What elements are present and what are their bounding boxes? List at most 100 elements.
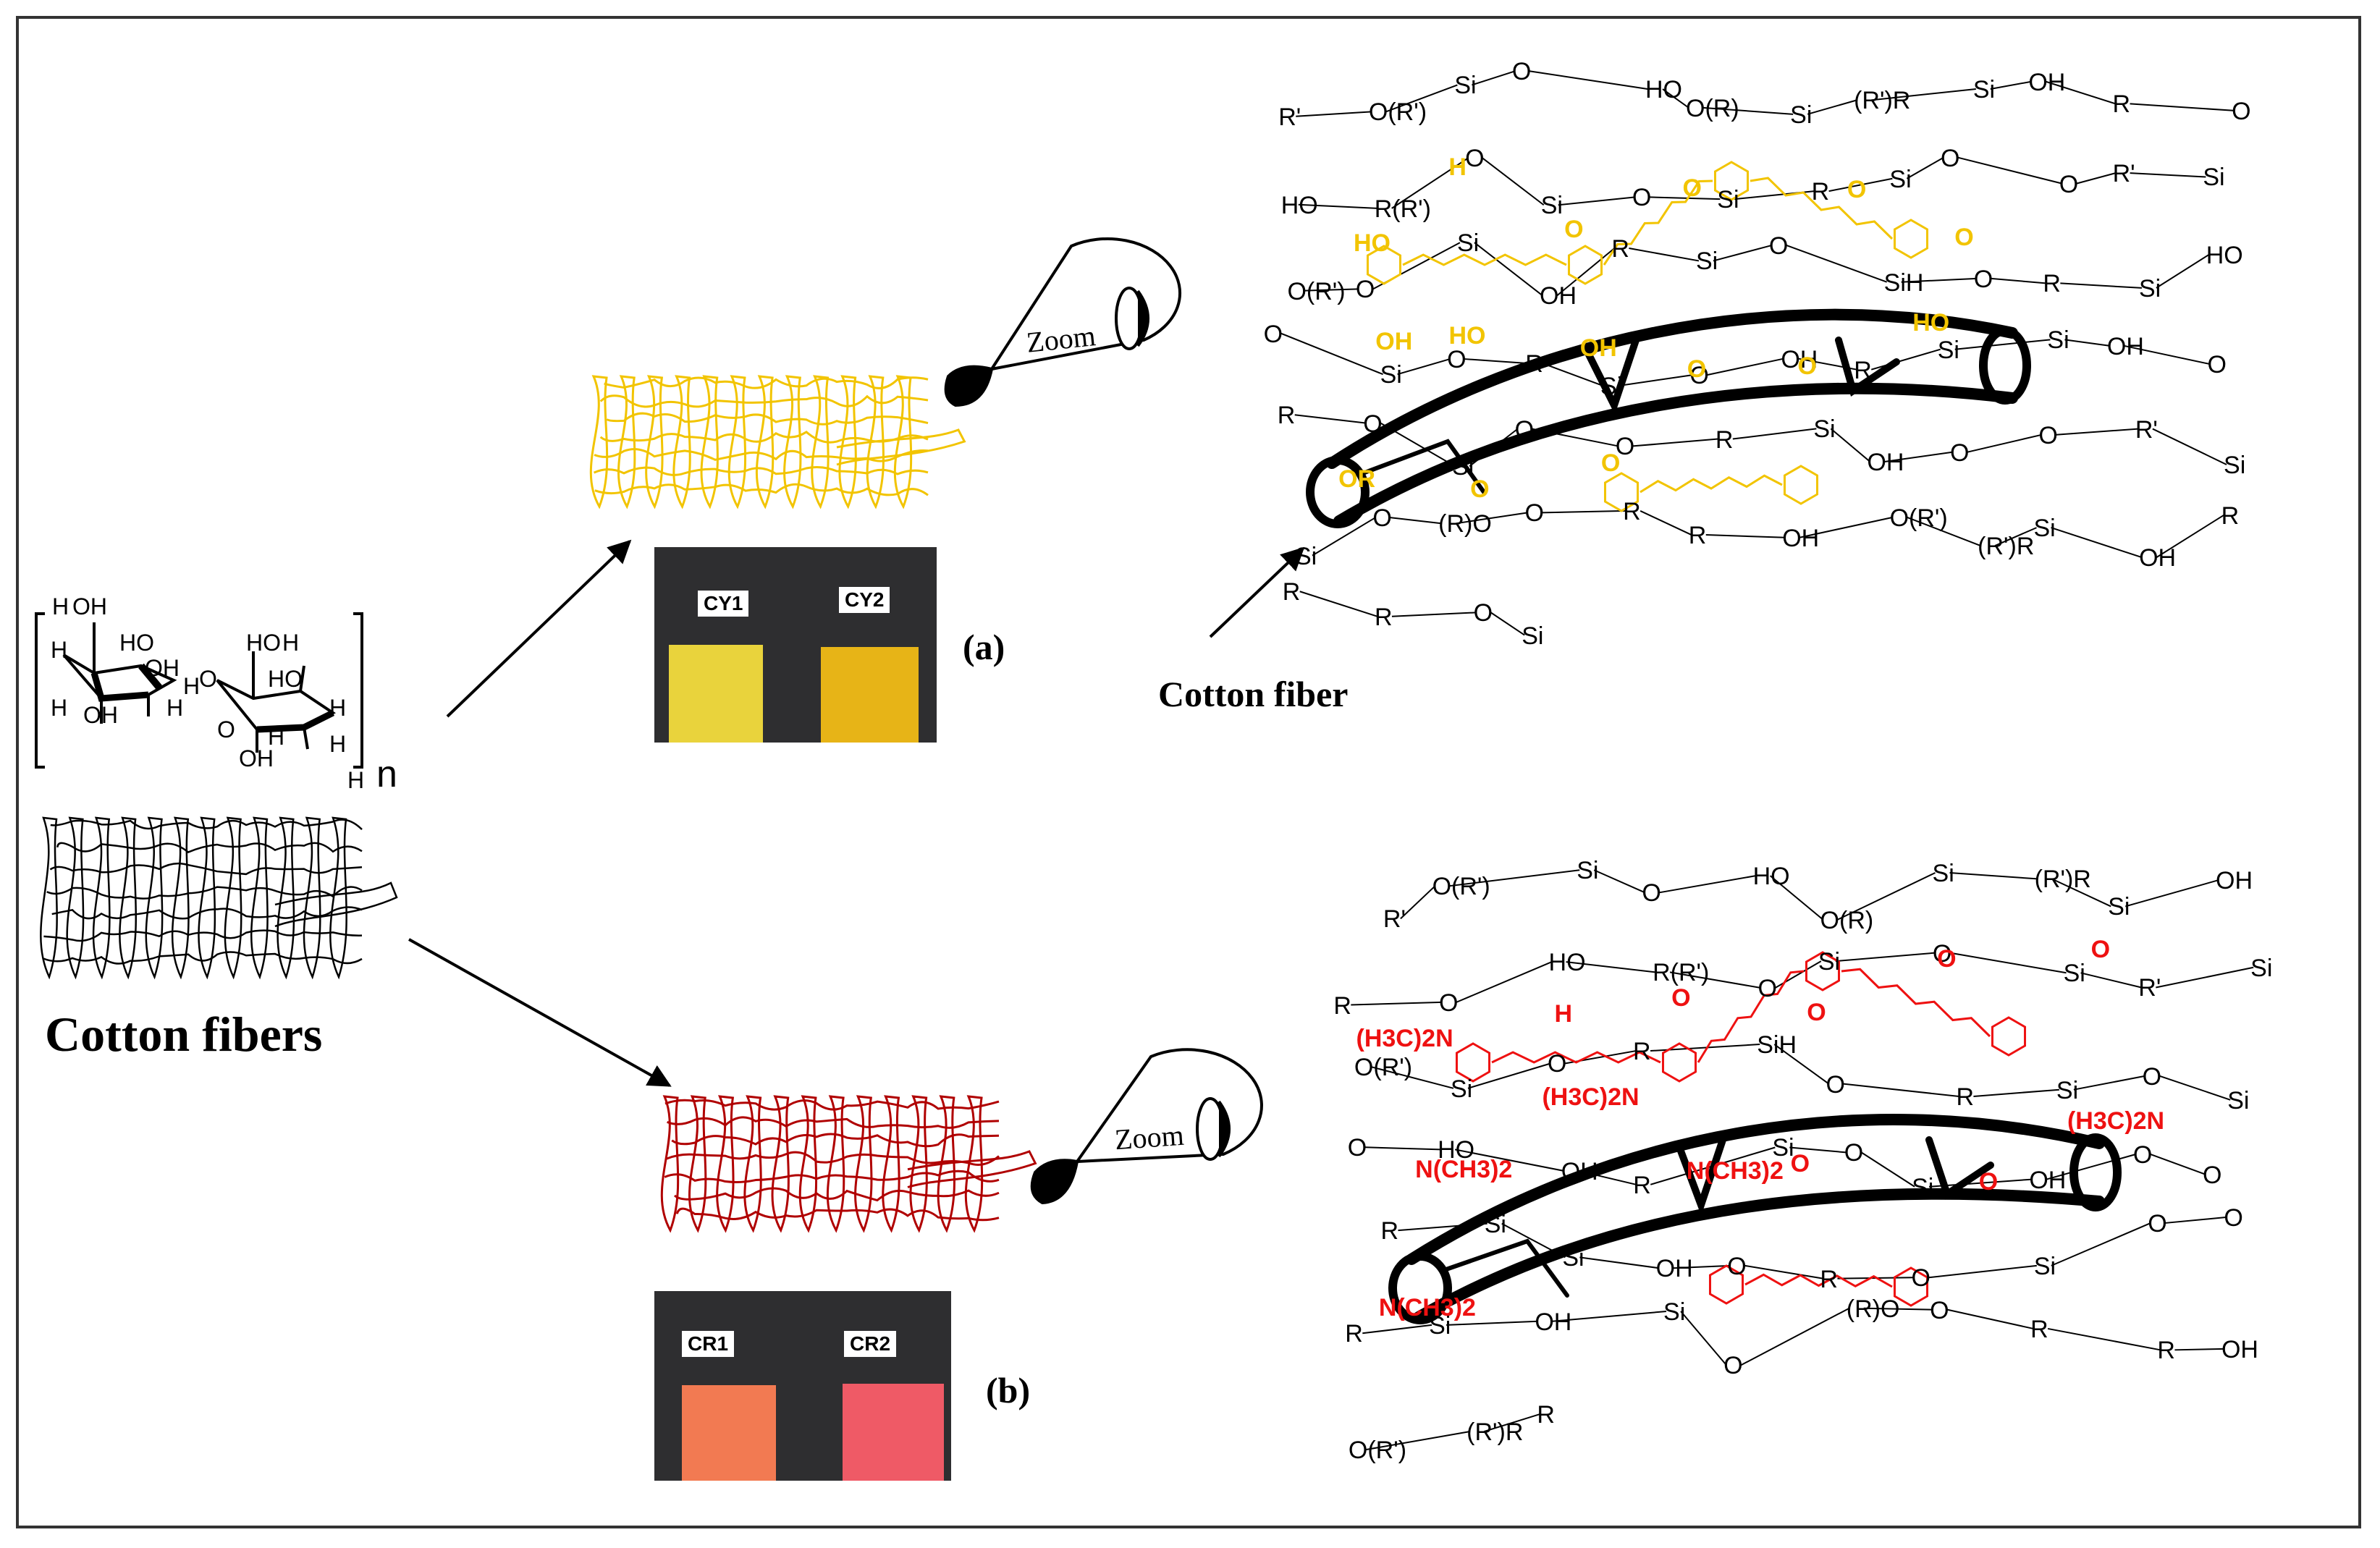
chemical-bond [1946, 1308, 2034, 1329]
dye-group-label: O [2090, 936, 2111, 964]
chemical-bond [1529, 70, 1649, 90]
silica-atom-label: Si [1972, 75, 1996, 103]
silica-atom-label: Si [1912, 1173, 1934, 1201]
fiber-loop [171, 816, 190, 980]
chemical-bond [1907, 516, 1981, 546]
chemical-bond [1446, 1320, 1538, 1326]
chemical-bond [1789, 1146, 1847, 1154]
red-dyed-fiber-mesh [660, 1095, 1037, 1233]
chemical-bond [2124, 344, 2211, 365]
chemical-bond [2156, 253, 2210, 289]
swatch-label-cy1: CY1 [698, 591, 749, 617]
silica-atom-label: O(R') [1432, 873, 1490, 901]
fiber-loop [826, 1095, 845, 1233]
silica-atom-label: OH [1655, 1255, 1693, 1283]
fiber-strand [673, 1187, 1000, 1202]
chemical-bond [2159, 1075, 2231, 1101]
cellulose-atom-label: HO [246, 630, 281, 656]
silica-atom-label: R' [2112, 160, 2135, 188]
fiber-loop [224, 816, 242, 980]
silica-atom-label: Si [2227, 1086, 2250, 1115]
silica-atom-label: Si [2033, 1252, 2056, 1280]
chemical-bond [2051, 527, 2143, 559]
silica-atom-label: R [2030, 1315, 2048, 1343]
silica-atom-label: R [1956, 1083, 1975, 1111]
silica-atom-label: (R)O [1846, 1295, 1900, 1323]
chemical-bond [1467, 1062, 1551, 1089]
chemical-bond [2060, 282, 2143, 289]
chemical-bond [1400, 885, 1436, 920]
silica-atom-label: Si [2056, 1076, 2079, 1104]
silica-atom-label: O [1363, 410, 1383, 438]
chemical-bond [1740, 1307, 1850, 1366]
chemical-bond [1957, 156, 2062, 185]
fiber-loop [660, 1095, 680, 1233]
fiber-loop [798, 1095, 818, 1233]
chemical-bond [1640, 510, 1692, 536]
chemical-bond [1884, 451, 1954, 462]
chemical-bond [1843, 1083, 1959, 1097]
fiber-loop [743, 1095, 762, 1233]
silica-atom-label: R' [1383, 905, 1406, 934]
fiber-loop [589, 375, 609, 509]
fiber-strand [49, 862, 363, 876]
fiber-loop [66, 816, 85, 980]
silica-atom-label: OH [2221, 1335, 2258, 1363]
chemical-bond [2076, 172, 2116, 185]
silica-atom-label: R [1811, 178, 1830, 206]
silica-atom-label: (R)O [1438, 510, 1492, 538]
dye-group-label: (H3C)2N [1356, 1024, 1453, 1052]
cellulose-atom-label: HO [119, 630, 154, 656]
fiber-strand [594, 483, 929, 496]
chemical-bond [1449, 869, 1580, 887]
chemical-bond [1906, 156, 1944, 179]
chemical-bond [1456, 961, 1552, 1003]
cellulose-atom-label: H [52, 593, 69, 619]
silica-atom-label: OH [1867, 448, 1904, 476]
chemical-bond [1673, 1264, 1731, 1269]
fiber-loop [700, 375, 719, 509]
cellulose-atom-label: H [166, 695, 184, 721]
fiber-loop [937, 1095, 956, 1233]
silica-atom-label: Si [1456, 229, 1480, 258]
chemical-bond [1593, 869, 1645, 894]
fiber-loop [250, 816, 269, 980]
chemical-bond [1870, 88, 1976, 101]
fiber-loop [866, 375, 885, 509]
silica-atom-label: O [1950, 439, 1970, 467]
fiber-loop [811, 375, 830, 509]
silica-atom-label: Si [1294, 542, 1317, 570]
fiber-loop [40, 816, 58, 980]
chemical-bond [1579, 1256, 1659, 1269]
silica-atom-label: Si [2224, 451, 2246, 479]
fiber-loop [198, 816, 216, 980]
aromatic-ring [1783, 465, 1819, 505]
fiber-loop [617, 375, 636, 509]
fiber-tail [836, 428, 966, 466]
silica-atom-label: R(R') [1374, 195, 1431, 223]
chemical-bond [1702, 106, 1794, 115]
silica-atom-label: Si [1452, 453, 1474, 481]
silica-atom-label: O [1826, 1070, 1845, 1099]
chemical-bond [1861, 1151, 1915, 1188]
chemical-bond [1632, 438, 1718, 447]
silica-atom-label: Si [1937, 336, 1959, 364]
swatch-cr1 [682, 1385, 776, 1481]
cellulose-atom-label: H [282, 630, 300, 656]
fiber-loop [329, 816, 347, 980]
fiber-loop [964, 1095, 984, 1233]
cellulose-structure [35, 612, 363, 769]
chemical-bond [1807, 99, 1857, 115]
cellulose-atom-label: HO [268, 666, 303, 692]
silica-atom-label: OH [2029, 1166, 2067, 1194]
chemical-bond [1786, 244, 1888, 283]
dye-group-label: O [1797, 352, 1817, 381]
dye-group-label: O [1807, 999, 1826, 1027]
silica-atom-label: OH [1561, 1157, 1598, 1185]
chemical-bond [2047, 1327, 2161, 1351]
silica-atom-label: R [1333, 991, 1351, 1020]
silica-atom-label: O [2132, 1141, 2153, 1169]
polymer-n-label: n [376, 753, 397, 795]
fiber-loop [783, 375, 802, 509]
